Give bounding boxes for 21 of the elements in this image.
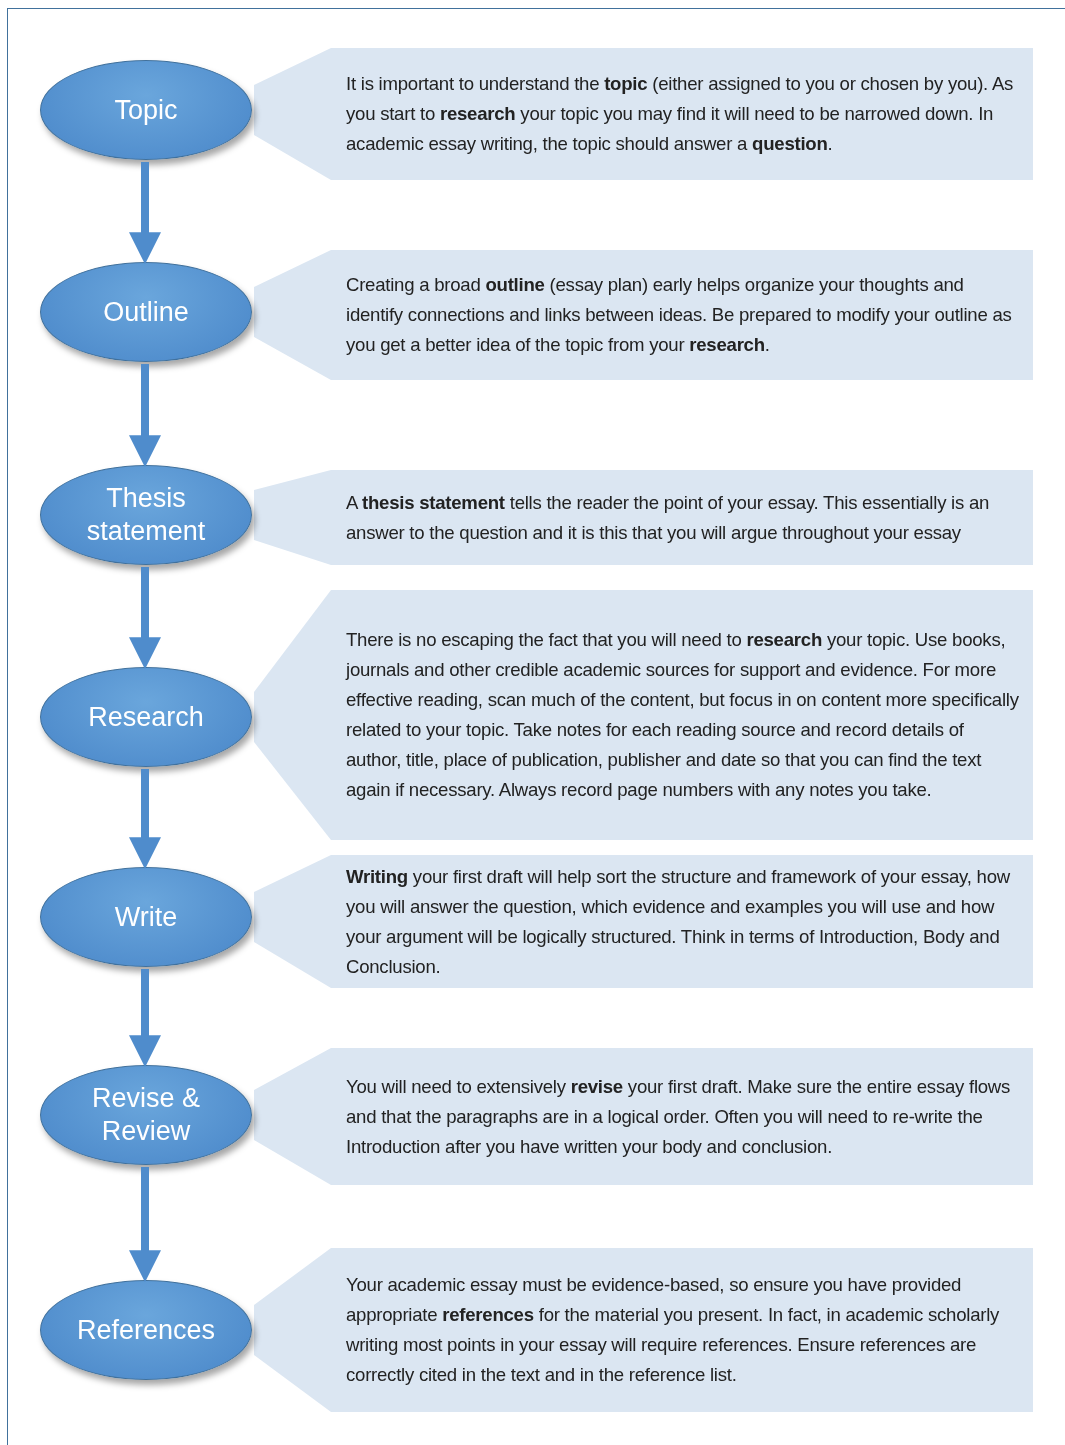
callout-panel	[254, 1048, 1033, 1185]
callout-panel	[254, 1248, 1033, 1412]
description-text: Writing your first draft will help sort the structure and framework of your essay, how you will answer the question, which evidence and examples you will use and how your argument will be logically structured. Think in terms of Introduction, Body and Conclusion.	[346, 864, 1011, 979]
description-text: It is important to understand the topic (either assigned to you or chosen by you). As you start to research your topic you may find it will need to be narrowed down. In academic essay writing, the topic should answer a question.	[346, 72, 1015, 156]
description-text: Your academic essay must be evidence-based, so ensure you have provided appropriate references for the material you present. In fact, in academic scholarly writing most points in your essay will require references. Ensure references are correctly cited in the text and in the reference list.	[346, 1273, 1001, 1387]
callout-panel	[254, 48, 1033, 180]
step-ellipse: References	[40, 1280, 252, 1380]
callout-panel	[254, 250, 1033, 380]
description-text: There is no escaping the fact that you will need to research your topic. Use books, journals and other credible academic sources for support and evidence. For more effective reading, scan much of the content, but focus in on content more specifically related to your topic. Take notes for each reading source and record details of author, title, place of publication, publisher and date so that you can find the text again if necessary. Always record page numbers with any notes you take.	[346, 628, 1020, 802]
step-ellipse: Write	[40, 867, 252, 967]
description-text: Creating a broad outline (essay plan) early helps organize your thoughts and identify connections and links between ideas. Be prepared to modify your outline as you get a better idea of the topic from your research.	[346, 273, 1013, 357]
step-ellipse: Thesis statement	[40, 465, 252, 565]
description-text: You will need to extensively revise your first draft. Make sure the entire essay flows and that the paragraphs are in a logical order. Often you will need to re-write the Introduction after you have written your body and conclusion.	[346, 1074, 1012, 1159]
step-ellipse: Research	[40, 667, 252, 767]
callout-panel	[254, 590, 1033, 840]
step-ellipse: Topic	[40, 60, 252, 160]
callout-panel	[254, 855, 1033, 988]
description-text: A thesis statement tells the reader the point of your essay. This essentially is an answer to the question and it is this that you will argue throughout your essay	[346, 490, 991, 545]
callout-panel	[254, 470, 1033, 565]
step-ellipse: Revise & Review	[40, 1065, 252, 1165]
step-ellipse: Outline	[40, 262, 252, 362]
